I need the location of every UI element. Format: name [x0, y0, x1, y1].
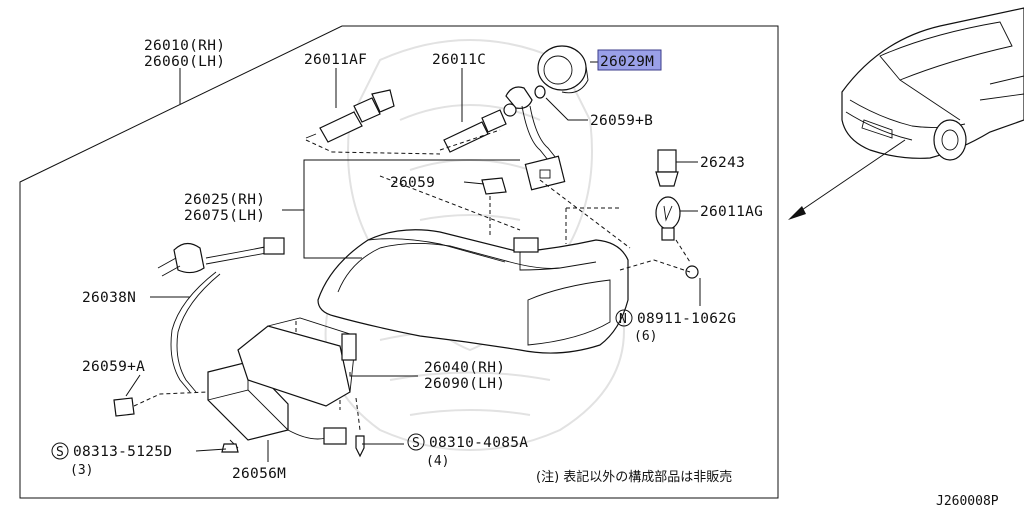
headlamp-housing	[317, 229, 629, 354]
car-illustration	[841, 7, 1024, 161]
label-26056m: 26056M	[232, 466, 286, 482]
leader-lines	[125, 61, 701, 462]
harness-26038n	[157, 237, 285, 393]
bulb-26011af	[305, 89, 395, 143]
label-26010: 26010(RH)	[144, 38, 225, 54]
circle-n-marker	[615, 309, 633, 327]
circle-s-marker-2	[407, 433, 425, 451]
label-26059: 26059	[390, 175, 435, 191]
diagram-code: J260008P	[936, 494, 999, 509]
direction-arrow	[788, 139, 906, 220]
label-26011ag: 26011AG	[700, 204, 763, 220]
label-26090: 26090(LH)	[424, 376, 505, 392]
label-08313: 08313-5125D	[73, 444, 172, 460]
label-08310: 08310-4085A	[429, 435, 528, 451]
circle-s-letter-2: S	[412, 436, 420, 451]
circle-s-marker-1	[51, 442, 69, 460]
screw-08313	[221, 443, 239, 453]
bulb-26011ag	[655, 196, 681, 241]
bulb-26243	[655, 149, 679, 187]
label-26059a: 26059+A	[82, 359, 145, 375]
label-08911: 08911-1062G	[637, 311, 736, 327]
screw-08310	[355, 435, 365, 458]
label-26059b: 26059+B	[590, 113, 653, 129]
label-26060: 26060(LH)	[144, 54, 225, 70]
circle-s-letter-1: S	[56, 445, 64, 460]
label-08310-qty: (4)	[426, 454, 449, 469]
footnote: (注) 表記以外の構成部品は非販売	[536, 469, 732, 485]
ballast-26056m	[207, 361, 347, 449]
bracket-26040	[237, 317, 357, 407]
socket-26059b	[505, 86, 566, 191]
highlight-26029m	[597, 49, 662, 71]
circle-n-letter: N	[619, 312, 627, 327]
label-26011c: 26011C	[432, 52, 486, 68]
label-26011af: 26011AF	[304, 52, 367, 68]
label-26040: 26040(RH)	[424, 360, 505, 376]
label-26038n: 26038N	[82, 290, 136, 306]
label-08911-qty: (6)	[634, 329, 657, 344]
label-08313-qty: (3)	[70, 463, 93, 478]
nut-08911	[685, 265, 699, 279]
label-26025: 26025(RH)	[184, 192, 265, 208]
label-26243: 26243	[700, 155, 745, 171]
diagram-frame	[19, 25, 779, 499]
cap-26029m	[534, 45, 589, 99]
pad-26059a	[113, 397, 135, 417]
label-26075: 26075(LH)	[184, 208, 265, 224]
label-26029m: 26029M	[600, 54, 654, 70]
pad-26059	[481, 177, 507, 195]
